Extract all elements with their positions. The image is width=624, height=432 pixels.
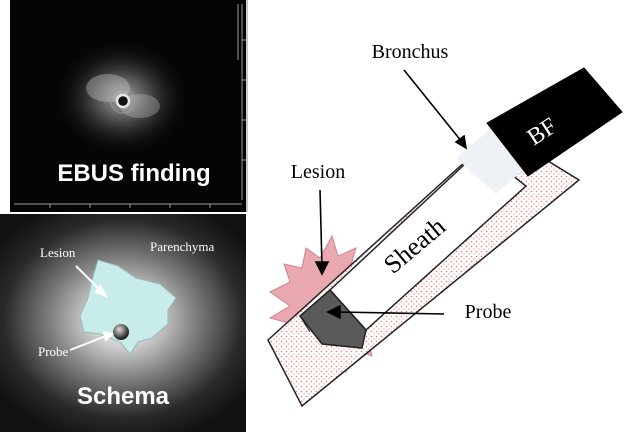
- schema-panel: Lesion Probe Parenchyma Schema: [0, 214, 246, 432]
- lesion-label: Lesion: [291, 161, 345, 183]
- schema-parenchyma-label: Parenchyma: [150, 239, 214, 254]
- sheath-label: Sheath: [378, 212, 451, 280]
- probe-tip: [300, 290, 366, 348]
- ebus-ultrasound-image: EBUS finding: [10, 0, 246, 212]
- ebus-image-panel: EBUS finding: [10, 0, 248, 212]
- schema-probe-label: Probe: [38, 344, 69, 359]
- schema-title: Schema: [77, 383, 170, 410]
- sheath: [330, 150, 526, 330]
- ebus-caption: EBUS finding: [57, 160, 210, 187]
- sheath-inner-zone: [456, 126, 534, 194]
- schema-probe-ball: [113, 324, 129, 340]
- schema-illustration: Lesion Probe Parenchyma Schema: [0, 214, 246, 432]
- probe-label: Probe: [465, 301, 512, 323]
- schema-lesion-label: Lesion: [40, 245, 76, 260]
- bronchus-arrow: [404, 70, 462, 142]
- bronchus-label: Bronchus: [372, 41, 449, 63]
- lesion-arrow: [320, 190, 322, 266]
- lesion-spiky-shape: [270, 236, 392, 372]
- bf-label: BF: [523, 113, 562, 151]
- bronchoscope-bf: [487, 68, 622, 176]
- bronchus-wall: [268, 131, 579, 406]
- probe-arrow: [336, 312, 444, 314]
